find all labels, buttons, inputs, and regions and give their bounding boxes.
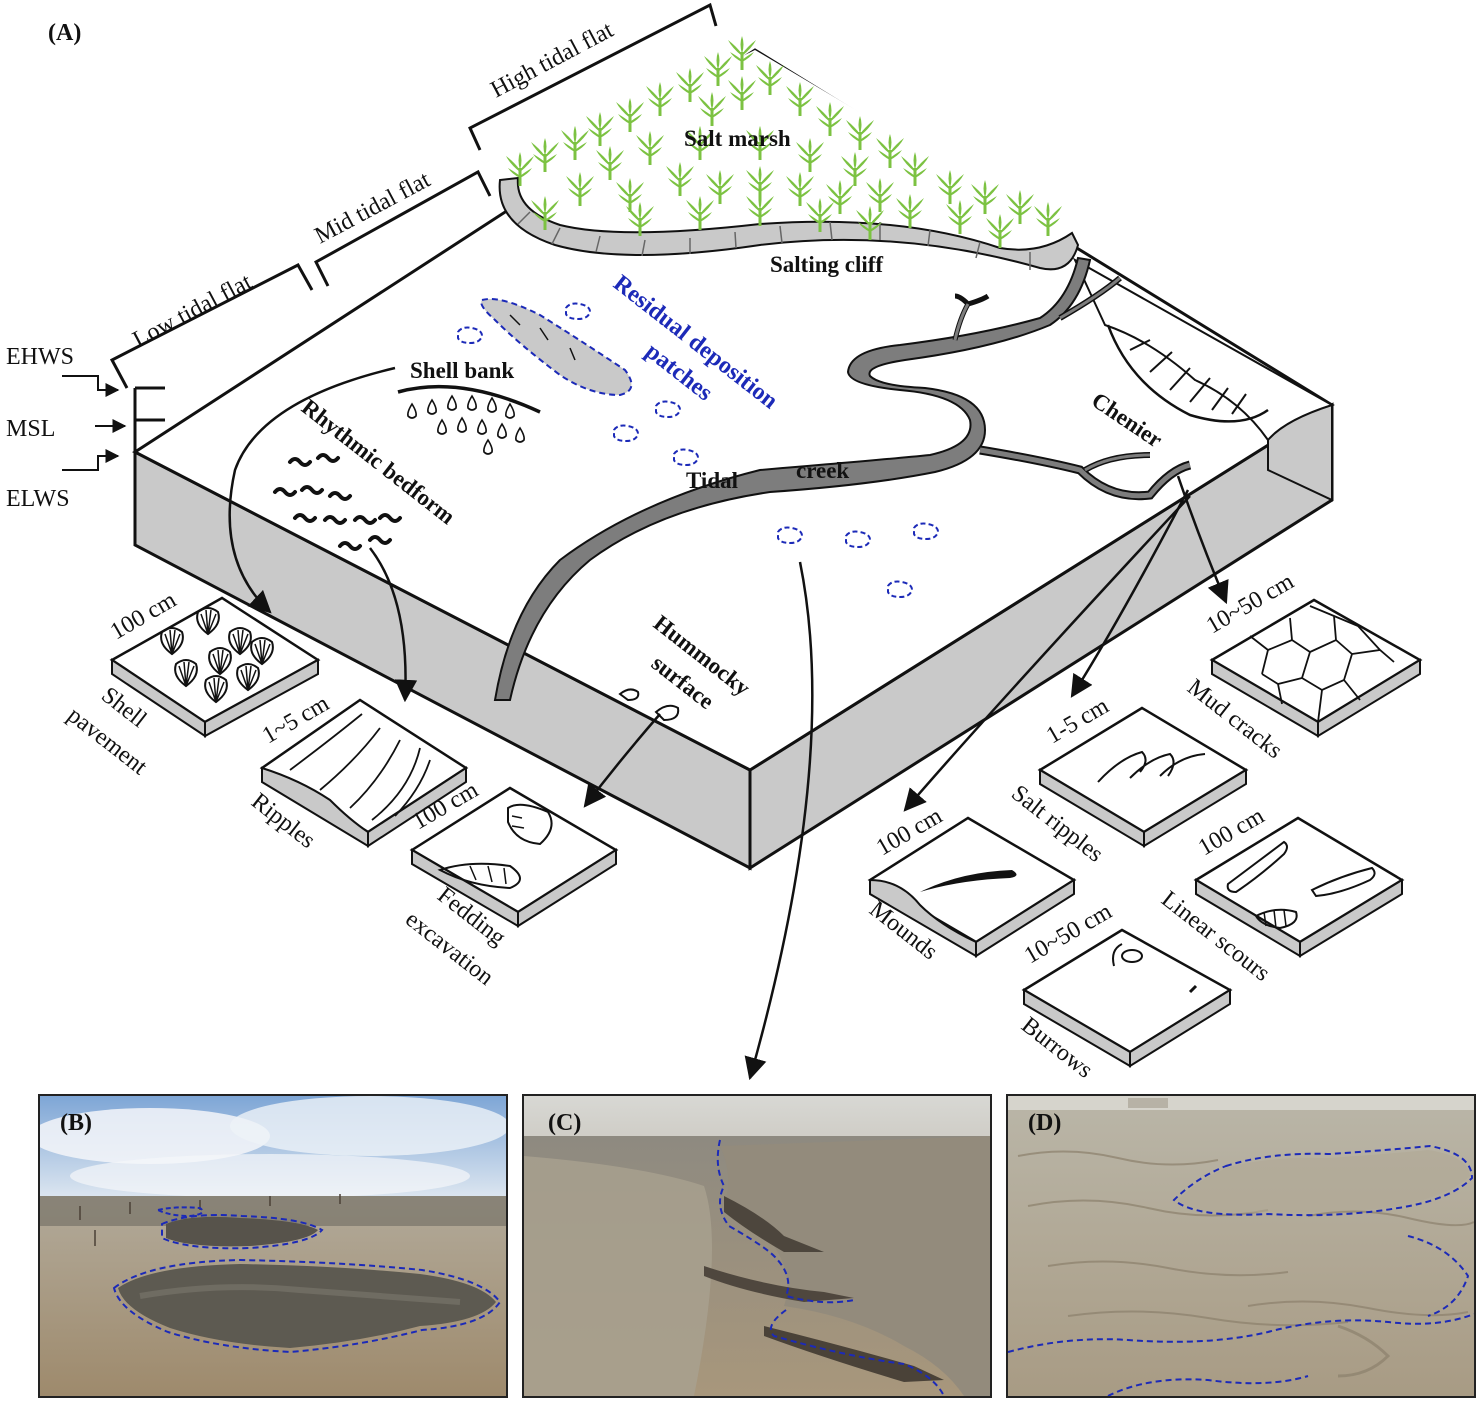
zone-label-mid: Mid tidal flat [311,167,435,250]
callout-arrows [228,366,1229,1081]
feature-creek: creek [796,458,849,483]
panel-label-a: (A) [48,20,81,46]
photo-panel-c: (C) [522,1094,992,1398]
residual-deposition-patches [457,298,939,598]
water-level-ehws: EHWS [6,344,74,370]
inset-ripples [259,698,469,848]
block-diagram: (A) Low tidal flat Mid tidal flat High t… [6,2,1423,1084]
zone-label-low: Low tidal flat [129,269,257,353]
inset-mud-cracks [1209,598,1423,738]
shell-bank [397,384,541,455]
chenier-fan [1106,324,1269,423]
feature-shell-bank: Shell bank [410,358,514,383]
salt-marsh-area [498,34,1080,271]
inset-linear-scours [1193,816,1405,958]
hummocky-marks [618,688,680,722]
feature-salting-cliff: Salting cliff [770,252,883,277]
photo-d-scene [1008,1096,1474,1396]
panel-label-b: (B) [60,1110,92,1136]
photo-c-scene [524,1096,990,1396]
photo-panel-d: (D) [1006,1094,1476,1398]
inset-mounds [867,816,1077,958]
zone-brackets [109,2,718,389]
water-level-msl: MSL [6,416,55,442]
water-level-marks [62,375,165,471]
inset-shell-pavement [109,596,321,738]
zone-label-high: High tidal flat [487,17,618,103]
feature-salt-marsh: Salt marsh [684,126,791,151]
panel-label-c: (C) [548,1110,582,1136]
water-level-elws: ELWS [6,486,70,512]
photo-panel-b: (B) [38,1094,508,1398]
tidal-creek [493,256,1192,701]
panel-label-d: (D) [1028,1110,1062,1136]
feature-tidal: Tidal [686,468,738,493]
inset-salt-ripples [1037,706,1249,848]
photo-b-scene [40,1096,506,1396]
inset-feeding-excavation [409,786,619,928]
inset-burrows [1021,928,1233,1068]
